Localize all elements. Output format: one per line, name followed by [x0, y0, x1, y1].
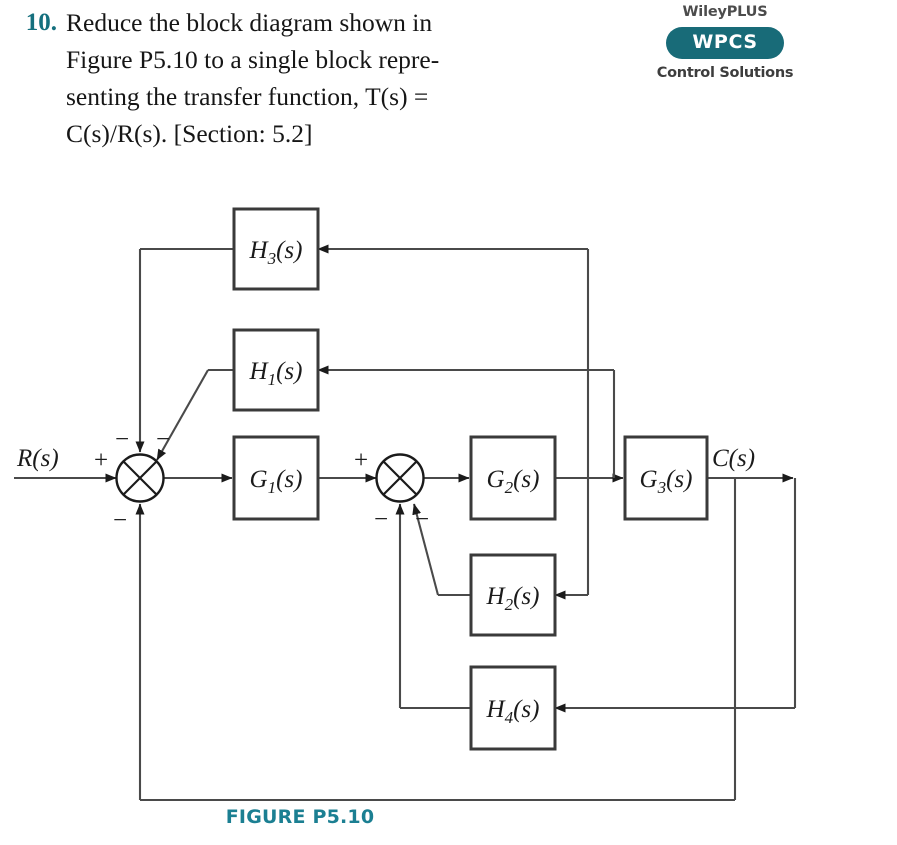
- block-diagram: H3(s) H1(s) G1(s) G2(s) G3(s) H2(s) H4(s…: [0, 178, 897, 802]
- block-g2-rect[interactable]: [469, 435, 557, 521]
- block-h3-rect[interactable]: [232, 207, 320, 291]
- sign-sj1-input-plus: +: [94, 447, 108, 474]
- summing-junction-1[interactable]: [115, 453, 165, 503]
- block-h1-rect[interactable]: [232, 328, 320, 412]
- problem-line-2: Figure P5.10 to a single block repre-: [66, 45, 440, 74]
- sign-sj2-h4-minus: −: [374, 506, 388, 533]
- problem-line-3: senting the transfer function, T(s) =: [66, 82, 429, 111]
- problem-text: Reduce the block diagram shown in Figure…: [66, 4, 586, 152]
- problem-row: 10. Reduce the block diagram shown in Fi…: [14, 4, 614, 152]
- wpcs-pill[interactable]: WPCS: [666, 27, 784, 59]
- block-g3-rect[interactable]: [623, 435, 709, 521]
- block-h2-rect[interactable]: [469, 553, 557, 637]
- block-g1-label: G1(s): [250, 466, 303, 497]
- signal-label-c: C(s): [712, 445, 755, 472]
- wileyplus-badge: WileyPLUS WPCS Control Solutions: [625, 2, 825, 81]
- summing-junction-2[interactable]: [375, 453, 425, 503]
- block-h1-label: H1(s): [249, 358, 303, 389]
- block-g2-label: G2(s): [487, 466, 540, 497]
- problem-line-1: Reduce the block diagram shown in: [66, 8, 433, 37]
- wire-h1-to-sj1: [156, 369, 209, 461]
- sign-sj2-input-plus: +: [354, 447, 368, 474]
- problem-statement: 10. Reduce the block diagram shown in Fi…: [14, 4, 614, 152]
- block-h3-label: H3(s): [249, 237, 303, 268]
- problem-line-4: C(s)/R(s). [Section: 5.2]: [66, 119, 313, 148]
- block-g3-label: G3(s): [640, 466, 693, 497]
- block-h4-rect[interactable]: [469, 665, 557, 751]
- sign-sj1-h3-minus: −: [115, 426, 129, 453]
- wileyplus-subtitle: Control Solutions: [656, 65, 794, 81]
- sign-sj2-h2-minus: −: [415, 506, 429, 533]
- problem-number: 10.: [25, 9, 57, 36]
- block-g1-rect[interactable]: [232, 435, 320, 521]
- wileyplus-title: WileyPLUS: [682, 4, 768, 20]
- signal-label-r: R(s): [16, 445, 59, 472]
- wire-h2-to-sj2: [412, 503, 440, 596]
- block-h4-label: H4(s): [486, 696, 540, 727]
- sign-sj1-h1-minus: −: [156, 426, 170, 453]
- block-h2-label: H2(s): [486, 583, 540, 614]
- figure-caption: FIGURE P5.10: [225, 806, 375, 828]
- sign-sj1-outer-minus: −: [113, 507, 127, 534]
